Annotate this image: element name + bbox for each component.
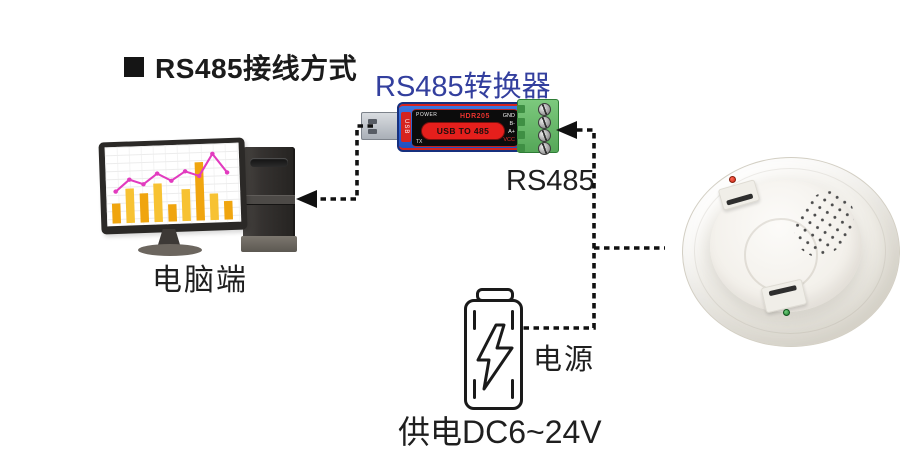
- pin-gnd: GND: [502, 113, 515, 119]
- converter-power-text: POWER: [416, 112, 438, 118]
- pin-vcc: VCC: [503, 137, 515, 143]
- converter-usb-text: USB: [401, 112, 411, 142]
- battery-detail: [511, 310, 514, 330]
- green-led: [783, 309, 790, 316]
- tower-band: [243, 195, 295, 205]
- usb-plug: [361, 112, 401, 140]
- tower-drive-slot: [250, 158, 288, 167]
- bullet-square-icon: [124, 57, 144, 77]
- converter-front-panel: POWER HDR205 USB TO 485 TX GND B- A+ VCC: [412, 109, 518, 147]
- terminal-notch: [517, 118, 525, 126]
- detector-slot: [768, 285, 797, 297]
- tower-base: [241, 236, 297, 252]
- computer-tower: [243, 147, 295, 251]
- terminal-screw: [538, 142, 551, 155]
- arrow-to-computer-icon: [296, 190, 317, 208]
- arrow-to-terminal-icon: [556, 121, 577, 139]
- lightning-bolt-icon: [476, 323, 514, 391]
- computer-monitor: [98, 137, 248, 235]
- wire-trunk: [523, 128, 596, 330]
- converter-label: RS485转换器: [375, 71, 551, 103]
- usb-plug-hole: [368, 129, 377, 134]
- monitor-chart-svg: [111, 151, 234, 224]
- terminal-screw: [538, 103, 551, 116]
- converter-face-text: USB TO 485: [421, 122, 505, 140]
- terminal-screw: [538, 116, 551, 129]
- pin-b: B-: [509, 121, 516, 127]
- battery-detail: [473, 379, 476, 399]
- converter-model: HDR205: [460, 113, 490, 120]
- battery-detail: [473, 310, 476, 330]
- usb-rs485-converter: USB POWER HDR205 USB TO 485 TX GND B- A+…: [397, 102, 528, 152]
- red-led: [729, 176, 736, 183]
- page-title: RS485接线方式: [155, 53, 358, 84]
- usb-plug-hole: [368, 119, 377, 124]
- converter-pin-labels: GND B- A+ VCC: [503, 112, 515, 144]
- computer-label: 电脑端: [152, 264, 248, 297]
- supply-voltage-label: 供电DC6~24V: [398, 414, 602, 450]
- terminal-notch: [517, 105, 525, 113]
- monitor-screen: [104, 142, 242, 227]
- rs485-bus-label: RS485: [506, 165, 595, 197]
- terminal-notch: [517, 144, 525, 152]
- monitor-stand: [157, 229, 181, 248]
- terminal-block: [517, 99, 559, 155]
- monitor-stand-base: [138, 244, 202, 256]
- power-label: 电源: [533, 344, 596, 376]
- terminal-notch: [517, 131, 525, 139]
- pin-a: A+: [508, 129, 515, 135]
- converter-tx-text: TX: [416, 139, 423, 145]
- battery-detail: [511, 379, 514, 399]
- terminal-screw: [538, 129, 551, 142]
- detector-slot: [726, 193, 754, 206]
